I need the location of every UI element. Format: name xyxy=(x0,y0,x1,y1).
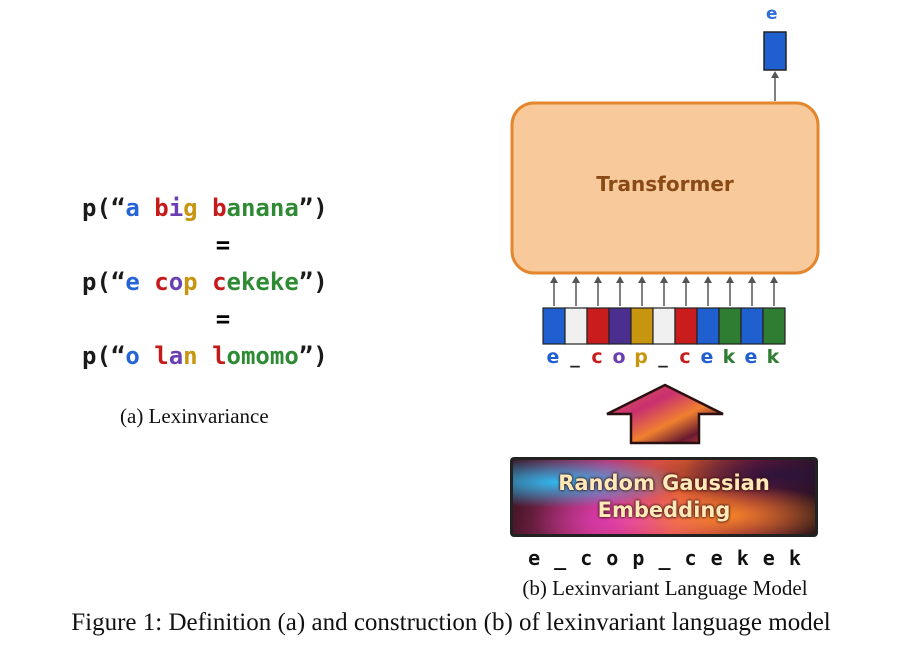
formula-segment: p xyxy=(183,268,198,296)
formula-segment: n xyxy=(183,342,198,370)
token-arrow-head xyxy=(550,276,558,283)
token-box xyxy=(762,307,786,345)
token-arrow-head xyxy=(748,276,756,283)
token-label: k xyxy=(766,346,780,368)
formula-suffix: ”) xyxy=(298,342,328,370)
token-box xyxy=(652,307,676,345)
token-label: c xyxy=(591,346,603,368)
token-label: k xyxy=(722,346,736,368)
token-arrow-head xyxy=(770,276,778,283)
formula-segment: o xyxy=(168,268,184,296)
formula-segment: omomo xyxy=(226,342,299,370)
token-label: o xyxy=(612,346,626,368)
formula-prefix: p(“ xyxy=(82,342,126,370)
output-token-label: e xyxy=(766,4,778,24)
formula-line-3: p(“o lan lomomo”) xyxy=(82,342,328,370)
token-box xyxy=(608,307,632,345)
token-label: e xyxy=(700,346,714,368)
token-box xyxy=(542,307,566,345)
caption-lexinvariant-model: (b) Lexinvariant Language Model xyxy=(522,576,808,600)
formula-segment: e xyxy=(125,268,140,296)
token-group xyxy=(542,276,786,345)
token-arrow-head xyxy=(638,276,646,283)
token-box xyxy=(564,307,588,345)
formula-suffix: ”) xyxy=(298,268,328,296)
embedding-label-line1: Random Gaussian xyxy=(558,471,770,495)
formula-prefix: p(“ xyxy=(82,194,126,222)
token-arrow-head xyxy=(572,276,580,283)
token-arrow-head xyxy=(616,276,624,283)
formula-segment: l xyxy=(212,342,227,370)
token-box xyxy=(630,307,654,345)
formula-suffix: ”) xyxy=(298,194,328,222)
formula-segment: b xyxy=(212,194,227,222)
random-gaussian-embedding-box: Random Gaussian Embedding xyxy=(510,457,818,537)
token-arrow-head xyxy=(726,276,734,283)
equals-sign-1: = xyxy=(215,231,231,259)
token-box xyxy=(718,307,742,345)
formula-segment: c xyxy=(212,268,227,296)
formula-segment: anana xyxy=(226,194,299,222)
token-label: e xyxy=(546,346,560,368)
input-arrow-icon xyxy=(606,383,724,445)
formula-segment: c xyxy=(154,268,169,296)
transformer-box xyxy=(510,101,820,275)
token-arrow-head xyxy=(704,276,712,283)
formula-line-2: p(“e cop cekeke”) xyxy=(82,268,328,296)
formula-segment: o xyxy=(125,342,140,370)
token-label: _ xyxy=(570,346,580,368)
token-arrow-head xyxy=(682,276,690,283)
token-label: c xyxy=(679,346,691,368)
equals-sign-2: = xyxy=(215,305,231,333)
formula-segment: ekeke xyxy=(226,268,299,296)
formula-segment: g xyxy=(183,194,198,222)
input-sequence: e _ c o p _ c e k e k xyxy=(528,546,802,570)
token-box xyxy=(586,307,610,345)
token-arrow-head xyxy=(660,276,668,283)
token-label: _ xyxy=(658,346,668,368)
formula-segment: i xyxy=(168,194,184,222)
formula-prefix: p(“ xyxy=(82,268,126,296)
formula-segment: b xyxy=(154,194,169,222)
formula-segment: a xyxy=(125,194,140,222)
token-box xyxy=(674,307,698,345)
token-label: e xyxy=(744,346,758,368)
formula-segment: l xyxy=(154,342,169,370)
output-token-box xyxy=(763,31,787,71)
token-box xyxy=(696,307,720,345)
embedding-label-line2: Embedding xyxy=(597,498,731,522)
caption-lexinvariance: (a) Lexinvariance xyxy=(120,404,269,428)
token-box xyxy=(740,307,764,345)
token-label: p xyxy=(634,346,648,368)
formula-segment: a xyxy=(168,342,184,370)
formula-line-1: p(“a big banana”) xyxy=(82,194,328,222)
transformer-label: Transformer xyxy=(596,172,734,196)
figure-caption: Figure 1: Definition (a) and constructio… xyxy=(71,609,831,636)
token-arrow-head xyxy=(594,276,602,283)
output-arrow-head xyxy=(771,71,779,78)
